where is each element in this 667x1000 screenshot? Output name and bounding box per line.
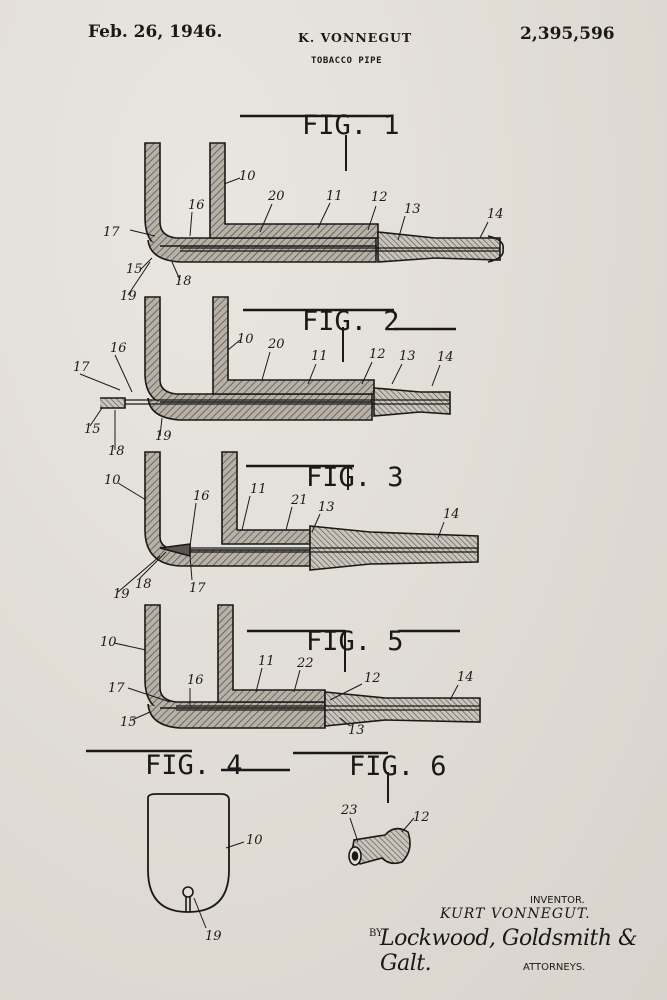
ref-numeral: 19 [155, 429, 172, 444]
ref-numeral: 10 [237, 332, 254, 347]
ref-numeral: 18 [175, 274, 192, 289]
ref-numeral: 19 [120, 289, 137, 304]
ref-numeral: 10 [104, 473, 121, 488]
inventor-label: INVENTOR. [530, 895, 585, 906]
figure-5: FIG. 5 10 11 12 13 14 15 16 17 22 [100, 604, 481, 738]
ref-numeral: 23 [340, 803, 358, 818]
patent-date: Feb. 26, 1946. [88, 22, 223, 42]
patent-title: TOBACCO PIPE [311, 56, 383, 66]
ref-numeral: 15 [126, 262, 143, 277]
ref-numeral: 17 [73, 360, 90, 375]
ref-numeral: 12 [413, 810, 430, 825]
ref-numeral: 15 [84, 422, 101, 437]
ref-numeral: 17 [108, 681, 125, 696]
ref-numeral: 14 [457, 670, 474, 685]
ref-numeral: 20 [267, 337, 285, 352]
ref-numeral: 14 [443, 507, 460, 522]
ref-numeral: 17 [103, 225, 120, 240]
ref-numeral: 20 [267, 189, 285, 204]
inventor-header: K. VONNEGUT [298, 30, 413, 45]
ref-numeral: 13 [348, 723, 365, 738]
ref-numeral: 22 [296, 656, 314, 671]
ref-numeral: 14 [487, 207, 504, 222]
fig-5-label: FIG. 5 [306, 626, 404, 657]
fig-2-label: FIG. 2 [302, 306, 400, 337]
fig-3-label: FIG. 3 [306, 462, 404, 493]
attorneys-label: ATTORNEYS. [523, 962, 586, 973]
ref-numeral: 16 [187, 673, 204, 688]
ref-numeral: 11 [250, 482, 267, 497]
ref-numeral: 10 [246, 833, 263, 848]
fig-1-label: FIG. 1 [302, 110, 400, 141]
ref-numeral: 16 [188, 198, 205, 213]
figure-2: FIG. 2 10 11 12 13 14 15 16 17 18 19 20 [73, 296, 456, 459]
fig-6-label: FIG. 6 [349, 751, 447, 782]
ref-numeral: 10 [100, 635, 117, 650]
ref-numeral: 19 [205, 929, 222, 944]
ref-numeral: 19 [113, 587, 130, 602]
ref-numeral: 11 [258, 654, 275, 669]
ref-numeral: 17 [189, 581, 206, 596]
patent-number: 2,395,596 [520, 24, 615, 44]
ref-numeral: 12 [369, 347, 386, 362]
attorney-signature: Lockwood, Goldsmith & Galt. [380, 926, 638, 976]
ref-numeral: 13 [318, 500, 335, 515]
ref-numeral: 21 [290, 493, 308, 508]
ref-numeral: 15 [120, 715, 137, 730]
ref-numeral: 14 [437, 350, 454, 365]
ref-numeral: 10 [239, 169, 256, 184]
ref-numeral: 18 [108, 444, 125, 459]
fig-4-label: FIG. 4 [145, 750, 243, 781]
ref-numeral: 18 [135, 577, 152, 592]
ref-numeral: 16 [193, 489, 210, 504]
ref-numeral: 12 [371, 190, 388, 205]
ref-numeral: 16 [110, 341, 127, 356]
ref-numeral: 13 [399, 349, 416, 364]
figure-3: FIG. 3 10 11 13 14 16 17 18 19 21 [104, 451, 479, 602]
by-label: BY [369, 928, 383, 939]
figure-1: FIG. 1 10 11 12 13 14 15 16 17 18 19 20 [103, 110, 504, 304]
ref-numeral: 11 [326, 189, 343, 204]
figure-4: FIG. 4 10 19 [86, 749, 290, 944]
figure-6: FIG. 6 12 23 [293, 751, 447, 866]
ref-numeral: 13 [404, 202, 421, 217]
inventor-signature-name: KURT VONNEGUT. [440, 906, 591, 922]
ref-numeral: 12 [364, 671, 381, 686]
ref-numeral: 11 [311, 349, 328, 364]
